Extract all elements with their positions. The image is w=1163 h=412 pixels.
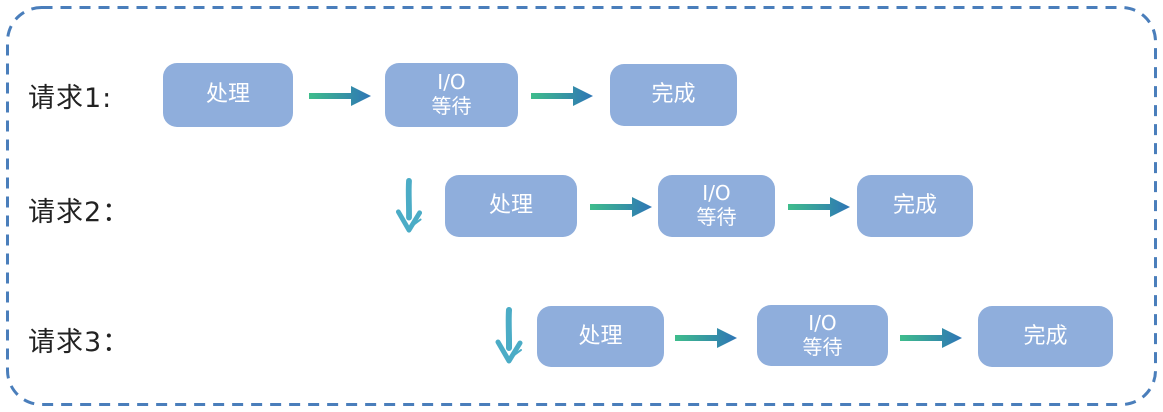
step-box-label: 完成 — [651, 82, 696, 108]
step-box-io-wait: I/O 等待 — [385, 63, 518, 127]
step-box-done: 完成 — [857, 175, 973, 237]
step-box-label: I/O — [437, 70, 466, 95]
step-box-label: 等待 — [696, 205, 737, 229]
right-arrow-icon — [900, 328, 962, 348]
step-box-io-wait: I/O 等待 — [658, 175, 775, 237]
right-arrow-icon — [675, 328, 737, 348]
step-box-process: 处理 — [537, 306, 664, 367]
step-box-io-wait: I/O 等待 — [757, 305, 888, 366]
step-box-label: 处理 — [488, 193, 533, 219]
row-label-request-1: 请求1: — [28, 83, 113, 114]
row-label-request-2: 请求2： — [28, 197, 131, 228]
right-arrow-icon — [590, 197, 652, 217]
down-arrow-icon — [395, 177, 423, 233]
step-box-label: 处理 — [205, 82, 250, 108]
down-arrow-icon — [495, 307, 523, 364]
step-box-label: I/O — [808, 310, 837, 335]
step-box-label: 完成 — [892, 193, 937, 219]
right-arrow-icon — [309, 86, 371, 106]
right-arrow-icon — [531, 86, 593, 106]
step-box-done: 完成 — [610, 64, 737, 126]
step-box-label: 等待 — [431, 94, 472, 118]
right-arrow-icon — [788, 197, 850, 217]
step-box-done: 完成 — [978, 306, 1113, 367]
row-label-request-3: 请求3： — [28, 327, 131, 358]
step-box-label: 等待 — [802, 334, 843, 359]
step-box-process: 处理 — [445, 175, 577, 237]
step-box-label: I/O — [702, 181, 731, 206]
step-box-label: 处理 — [578, 323, 623, 349]
step-box-label: 完成 — [1023, 323, 1068, 349]
step-box-process: 处理 — [163, 63, 293, 127]
